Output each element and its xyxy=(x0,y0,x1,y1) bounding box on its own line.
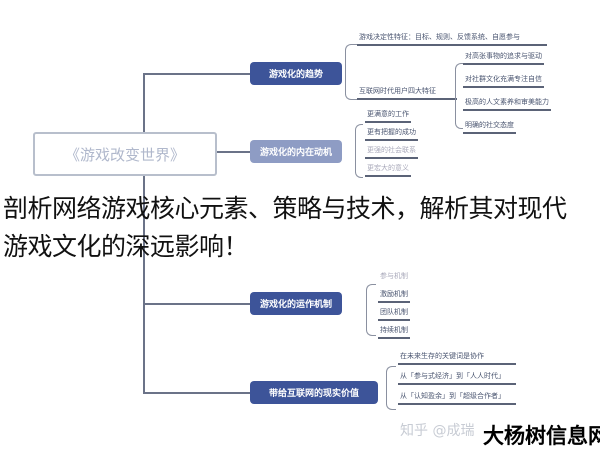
branch-trend: 游戏化的趋势 xyxy=(250,62,342,85)
leaf: 明确的社交态度 xyxy=(463,121,516,134)
leaf: 更满意的工作 xyxy=(365,110,411,123)
leaf: 更有把握的成功 xyxy=(365,128,418,141)
leaf: 互联网时代用户四大特征 xyxy=(357,87,457,100)
leaf: 对高张事物的追求与驱动 xyxy=(463,52,544,65)
headline-line-2: 游戏文化的深远影响！ xyxy=(3,232,249,261)
headline-line-1: 剖析网络游戏核心元素、策略与技术，解析其对现代 xyxy=(3,194,567,223)
bracket xyxy=(386,366,396,410)
connector xyxy=(143,303,250,305)
branch-value: 带给互联网的现实价值 xyxy=(250,381,378,404)
leaf: 从「参与式经济」到「人人时代」 xyxy=(398,372,516,385)
bracket xyxy=(345,44,357,100)
leaf: 极高的人文素养和审美能力 xyxy=(463,98,551,111)
site-watermark: 大杨树信息网 xyxy=(483,424,600,448)
connector xyxy=(143,73,250,75)
leaf: 游戏决定性特征：目标、规则、反馈系统、自愿参与 xyxy=(357,33,547,46)
connector xyxy=(143,392,250,394)
leaf: 从「认知盈余」到「超级合作者」 xyxy=(398,392,516,405)
leaf: 团队机制 xyxy=(378,308,410,321)
bracket xyxy=(455,63,463,129)
branch-motivation: 游戏化的内在动机 xyxy=(250,140,342,163)
leaf: 更强的社会联系 xyxy=(365,146,418,159)
leaf: 激励机制 xyxy=(378,290,410,303)
central-node: 《游戏改变世界》 xyxy=(33,132,217,176)
trunk-line xyxy=(143,74,145,394)
leaf: 参与机制 xyxy=(380,272,408,280)
zhihu-watermark: 知乎 @成瑞 xyxy=(400,423,475,439)
leaf: 对社群文化充满专注自信 xyxy=(463,75,544,88)
connector xyxy=(217,151,250,153)
branch-mechanism: 游戏化的运作机制 xyxy=(250,292,342,315)
leaf: 更宏大的意义 xyxy=(365,164,411,177)
leaf: 在未来生存的关键词是协作 xyxy=(398,352,516,365)
bracket xyxy=(366,284,376,336)
bracket xyxy=(355,124,363,178)
headline: 剖析网络游戏核心元素、策略与技术，解析其对现代 游戏文化的深远影响！ xyxy=(3,190,600,266)
leaf: 持续机制 xyxy=(378,326,410,339)
